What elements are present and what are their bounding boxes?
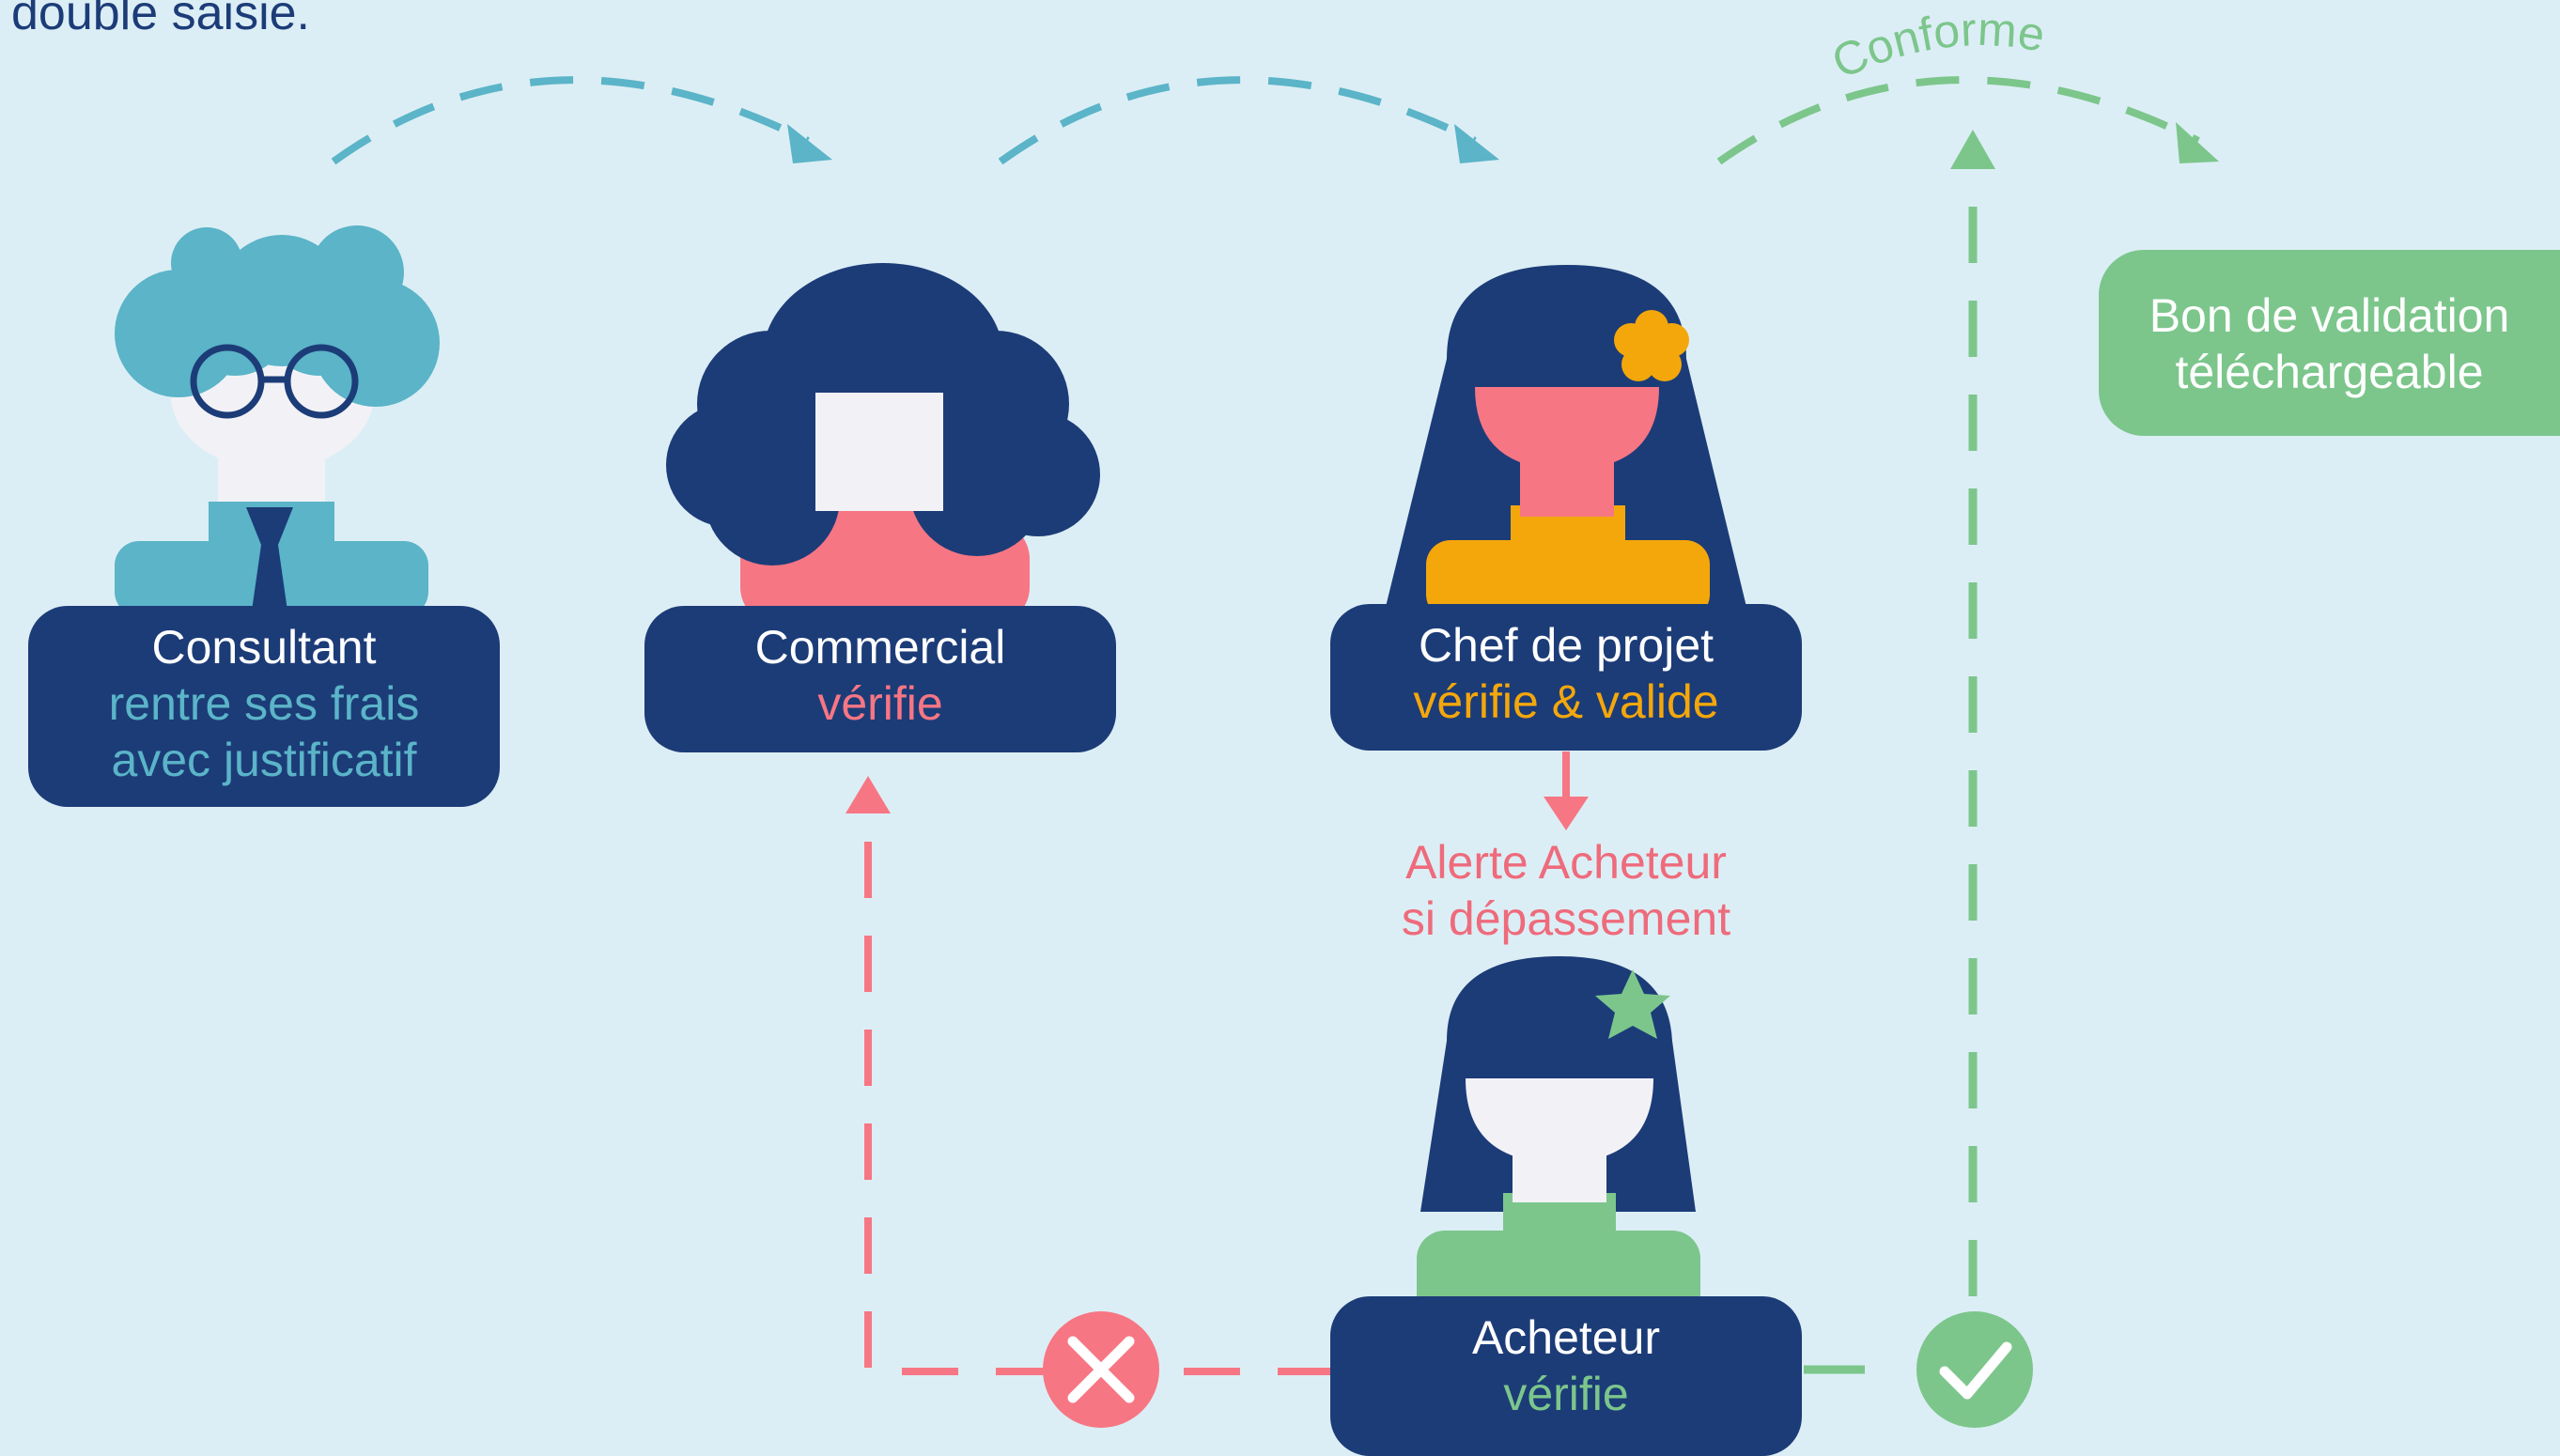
star-icon xyxy=(1595,969,1670,1039)
consultant-action-line2: avec justificatif xyxy=(111,734,417,786)
reject-arrow-head xyxy=(846,776,891,813)
commercial-action: vérifie xyxy=(817,677,943,730)
chef-de-projet-label: Chef de projet vérifie & valide xyxy=(1330,604,1802,751)
reject-line xyxy=(864,827,1334,1375)
flow-arrow-commercial-chef xyxy=(998,76,1477,165)
consultant-avatar xyxy=(115,225,440,631)
arrow-head-conforme xyxy=(2176,122,2219,163)
conforme-label: Conforme xyxy=(1824,3,2049,89)
intro-text: double saisie. xyxy=(11,0,310,40)
close-icon xyxy=(1043,1311,1159,1428)
flow-arrow-consultant-commercial xyxy=(331,76,810,165)
consultant-label: Consultant rentre ses frais avec justifi… xyxy=(28,606,500,807)
acheteur-avatar xyxy=(1417,956,1700,1324)
output-line1: Bon de validation xyxy=(2149,289,2510,342)
consultant-action-line1: rentre ses frais xyxy=(108,677,420,730)
output-line2: téléchargeable xyxy=(2175,346,2484,398)
flower-icon xyxy=(1614,310,1689,381)
check-icon xyxy=(1916,1311,2033,1428)
alert-line1: Alerte Acheteur xyxy=(1405,836,1727,889)
acheteur-label: Acheteur vérifie xyxy=(1330,1296,1802,1456)
commercial-label: Commercial vérifie xyxy=(644,606,1116,752)
commercial-avatar xyxy=(666,263,1100,625)
consultant-role: Consultant xyxy=(151,621,377,674)
output-document-box: Bon de validation téléchargeable xyxy=(2099,250,2560,436)
commercial-role: Commercial xyxy=(754,621,1006,674)
alert-line2: si dépassement xyxy=(1401,892,1731,945)
alert-arrow-head xyxy=(1544,797,1589,830)
chef-de-projet-role: Chef de projet xyxy=(1418,619,1714,672)
chef-de-projet-avatar xyxy=(1385,265,1747,619)
alert-text: Alerte Acheteur si dépassement xyxy=(1334,834,1798,947)
arrow-head-consultant-commercial xyxy=(787,124,832,163)
acheteur-action: vérifie xyxy=(1503,1368,1629,1420)
approve-arrow-head xyxy=(1950,130,1995,169)
acheteur-role: Acheteur xyxy=(1471,1311,1661,1364)
flow-arrow-conforme xyxy=(1716,76,2200,165)
arrow-head-commercial-chef xyxy=(1454,124,1499,163)
chef-de-projet-action: vérifie & valide xyxy=(1413,675,1719,728)
